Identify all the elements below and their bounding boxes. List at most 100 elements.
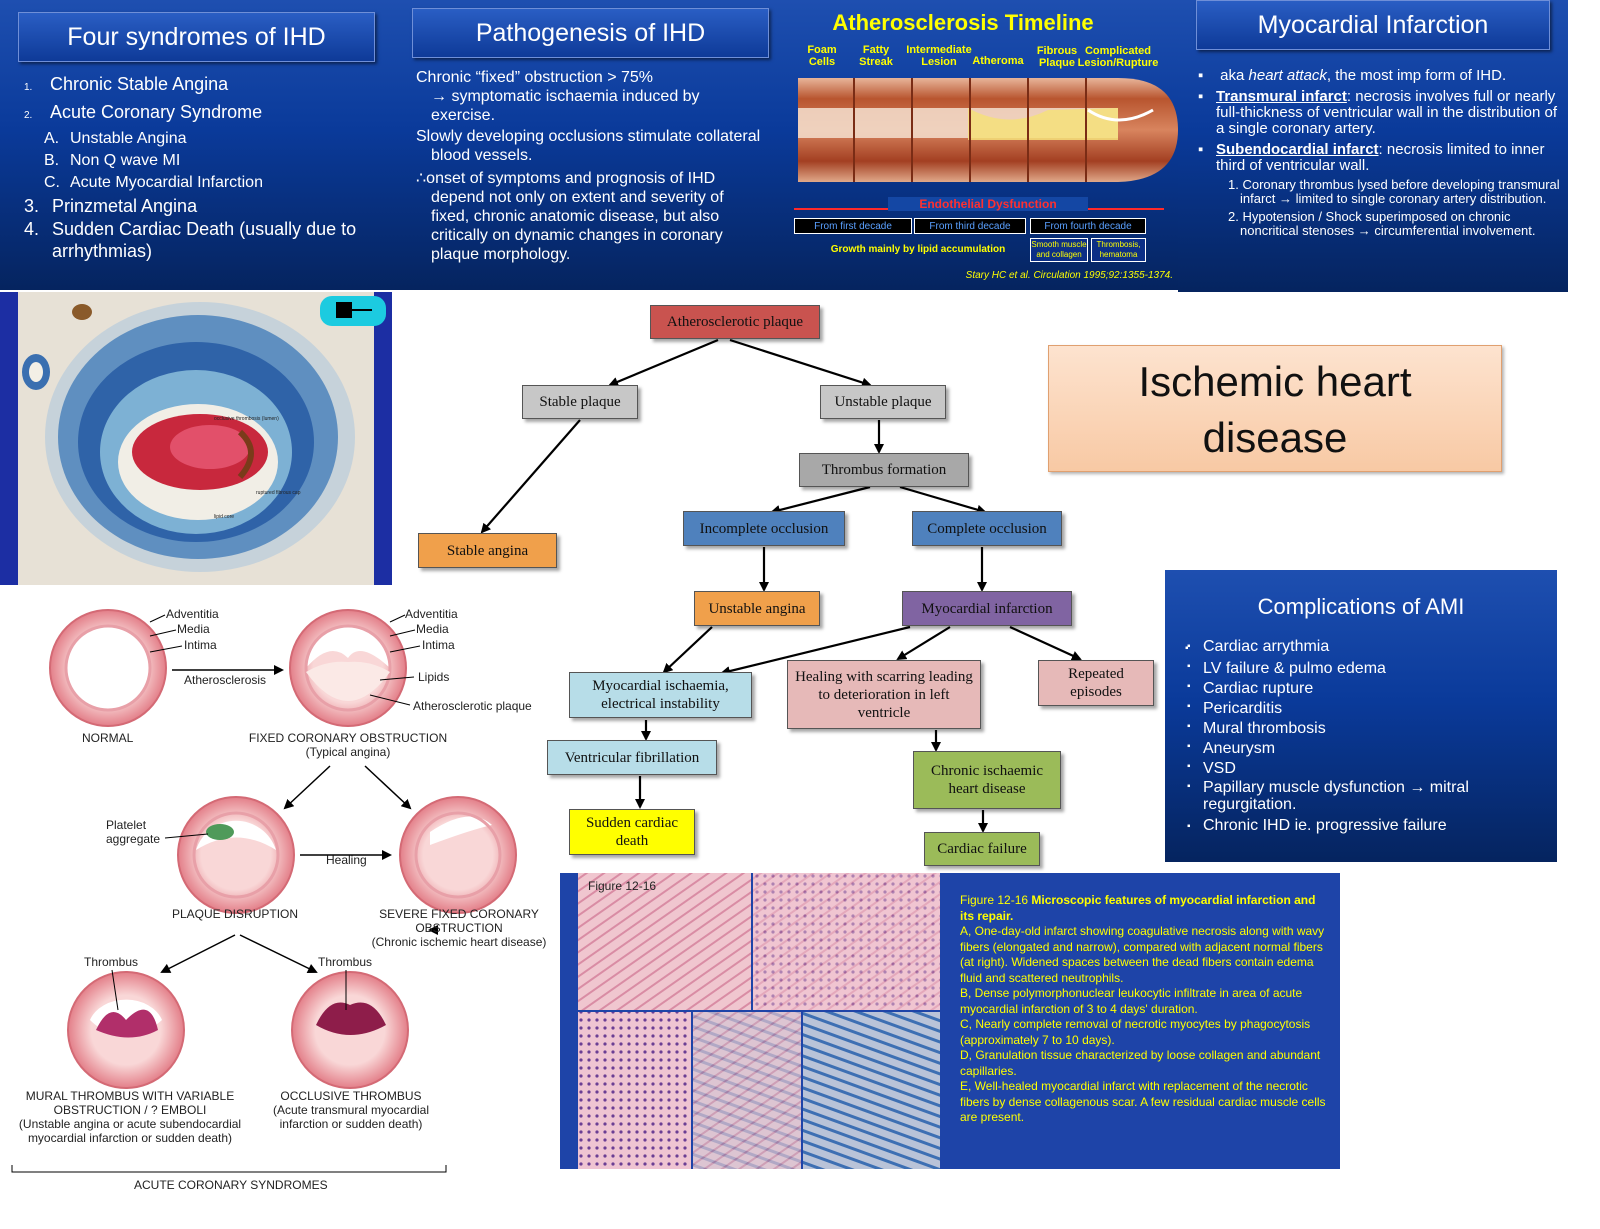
mi-bullets: aka heart attack, the most imp form of I…: [1216, 68, 1561, 238]
list-item: Mural thrombosis: [1203, 720, 1326, 737]
node-atherosclerotic-plaque: Atherosclerotic plaque: [650, 305, 820, 339]
slide-complications: Complications of AMI Cardiac arrythmia L…: [1165, 570, 1557, 862]
decade-box: From first decade: [794, 218, 912, 234]
node-myocardial-ischaemia: Myocardial ischaemia, electrical instabi…: [569, 672, 752, 718]
slide-pathogenesis: Pathogenesis of IHD Chronic “fixed” obst…: [398, 0, 788, 290]
list-item: Aneurysm: [1203, 740, 1276, 757]
list-item: Pericarditis: [1203, 700, 1283, 717]
stage-label: Intermediate Lesion: [906, 44, 972, 68]
complications-list: Cardiac arrythmia LV failure & pulmo ede…: [1203, 637, 1533, 836]
slide2-text: Chronic “fixed” obstruction > 75% → symp…: [416, 68, 766, 264]
stage-label: Fibrous Plaque: [1036, 45, 1078, 69]
slide1-title: Four syndromes of IHD: [18, 12, 375, 62]
sub-point-2: 2. Hypotension / Shock superimposed on c…: [1228, 209, 1536, 238]
coronary-progression-diagram: [11, 609, 517, 1173]
node-healing-scarring: Healing with scarring leading to deterio…: [787, 660, 981, 729]
list-item: LV failure & pulmo edema: [1203, 660, 1386, 677]
label-plaque-disruption: PLAQUE DISRUPTION: [172, 907, 299, 921]
p-collaterals: Slowly developing occlusions stimulate c…: [416, 128, 761, 164]
label-severe-fixed: SEVERE FIXED CORONARY OBSTRUCTION (Chron…: [371, 907, 547, 949]
list-item: Chronic IHD ie. progressive failure: [1203, 817, 1447, 834]
bullet-aka: aka heart attack, the most imp form of I…: [1220, 67, 1507, 84]
node-incomplete-occlusion: Incomplete occlusion: [683, 511, 845, 546]
label-occlusive-thrombus: OCCLUSIVE THROMBUS (Acute transmural myo…: [272, 1089, 430, 1131]
list-item: B.Non Q wave MI: [44, 152, 181, 169]
histology-svg: [18, 292, 386, 585]
list-item: Papillary muscle dysfunction → mitral re…: [1203, 779, 1469, 813]
figure-caption: Figure 12-16 Microscopic features of myo…: [960, 893, 1326, 1126]
caption-c: C, Nearly complete removal of necrotic m…: [960, 1017, 1311, 1047]
caption-b: B, Dense polymorphonuclear leukocytic in…: [960, 986, 1303, 1016]
caption-d: D, Granulation tissue characterized by l…: [960, 1048, 1321, 1078]
stage-label: Atheroma: [972, 55, 1024, 67]
node-stable-plaque: Stable plaque: [522, 385, 638, 419]
p-ischaemia: → symptomatic ischaemia induced by exerc…: [431, 88, 700, 124]
label-media: Media: [177, 622, 210, 636]
endothelial-dysfunction: Endothelial Dysfunction: [888, 197, 1088, 211]
histology-label: occlusive thrombosis (lumen): [214, 416, 279, 422]
label-lipids: Lipids: [418, 670, 450, 684]
slide2-title: Pathogenesis of IHD: [412, 8, 769, 58]
label-thrombus-2: Thrombus: [318, 955, 373, 969]
label-normal: NORMAL: [82, 731, 134, 745]
label-fixed-obstruction: FIXED CORONARY OBSTRUCTION (Typical angi…: [248, 731, 448, 759]
histology-label: ruptured fibrous cap: [256, 490, 301, 496]
list-item: 3.Prinzmetal Angina: [24, 196, 198, 216]
syndromes-list: 1.Chronic Stable Angina 2.Acute Coronary…: [24, 72, 384, 262]
micrographs: [578, 873, 940, 1169]
ischemic-heart-disease-title: Ischemic heart disease: [1048, 345, 1502, 472]
caption-a: A, One-day-old infarct showing coagulati…: [960, 924, 1325, 985]
bullet-transmural: Transmural infarct: necrosis involves fu…: [1216, 88, 1557, 137]
growth-smooth-muscle: Smooth muscle and collagen: [1030, 238, 1088, 262]
growth-thrombosis: Thrombosis, hematoma: [1091, 238, 1146, 262]
histology-label: lipid core: [214, 514, 235, 520]
decade-box: From third decade: [914, 218, 1026, 234]
figure-label: Figure 12-16: [588, 879, 657, 893]
list-item: 4.Sudden Cardiac Death (usually due to a…: [24, 219, 357, 261]
label-acute-coronary-syndromes: ACUTE CORONARY SYNDROMES: [134, 1178, 328, 1192]
slide-atherosclerosis-timeline: Atherosclerosis Timeline Foam Cells Fatt…: [788, 0, 1178, 290]
list-item: A.Unstable Angina: [44, 130, 187, 147]
node-myocardial-infarction: Myocardial infarction: [902, 591, 1072, 626]
list-item: Cardiac arrythmia: [1203, 638, 1330, 655]
label-platelet-aggregate: Platelet aggregate: [106, 818, 161, 846]
stage-label: Complicated Lesion/Rupture: [1077, 45, 1159, 69]
node-cardiac-failure: Cardiac failure: [924, 832, 1040, 866]
label-thrombus-1: Thrombus: [84, 955, 139, 969]
node-sudden-cardiac-death: Sudden cardiac death: [569, 809, 695, 855]
decade-box: From fourth decade: [1030, 218, 1146, 234]
slide4-title: Myocardial Infarction: [1196, 0, 1550, 50]
slide-four-syndromes: Four syndromes of IHD 1.Chronic Stable A…: [0, 0, 398, 290]
label-intima-2: Intima: [422, 638, 455, 652]
timeline-title: Atherosclerosis Timeline: [832, 10, 1094, 35]
citation: Stary HC et al. Circulation 1995;92:1355…: [965, 270, 1173, 281]
label-atherosclerotic-plaque: Atherosclerotic plaque: [413, 699, 532, 713]
node-stable-angina: Stable angina: [418, 533, 557, 568]
node-unstable-plaque: Unstable plaque: [820, 385, 946, 419]
slide-myocardial-infarction: Myocardial Infarction aka heart attack, …: [1178, 0, 1568, 292]
list-item: VSD: [1203, 760, 1236, 777]
node-repeated-episodes: Repeated episodes: [1038, 660, 1154, 706]
list-item: 1.Chronic Stable Angina: [24, 74, 229, 94]
list-item: Cardiac rupture: [1203, 680, 1314, 697]
bullet-markers: ▪▪▪▪▪▪▪▪▪: [1187, 641, 1191, 832]
label-healing: Healing: [326, 853, 367, 867]
p-fixed-obstruction: Chronic “fixed” obstruction > 75%: [416, 69, 653, 86]
node-unstable-angina: Unstable angina: [694, 591, 820, 626]
artery-histology-image: occlusive thrombosis (lumen) ruptured fi…: [0, 292, 392, 585]
list-item: 2.Acute Coronary Syndrome: [24, 102, 263, 122]
label-mural-thrombus: MURAL THROMBUS WITH VARIABLE OBSTRUCTION…: [18, 1089, 242, 1145]
label-atherosclerosis: Atherosclerosis: [184, 673, 267, 687]
label-media-2: Media: [416, 622, 449, 636]
node-chronic-ihd: Chronic ischaemic heart disease: [913, 751, 1061, 809]
node-ventricular-fibrillation: Ventricular fibrillation: [547, 740, 717, 775]
label-adventitia-2: Adventitia: [405, 607, 458, 621]
growth-lipid: Growth mainly by lipid accumulation: [830, 244, 1006, 255]
sub-point-1: 1. Coronary thrombus lysed before develo…: [1228, 177, 1560, 206]
node-complete-occlusion: Complete occlusion: [912, 511, 1062, 546]
artery-illustration: [798, 78, 1178, 182]
caption-title: Figure 12-16 Microscopic features of myo…: [960, 893, 1316, 923]
label-adventitia: Adventitia: [166, 607, 219, 621]
microscopy-figure: Figure 12-16 Figure 12-16 Microscopic fe…: [560, 873, 1340, 1169]
label-intima: Intima: [184, 638, 217, 652]
